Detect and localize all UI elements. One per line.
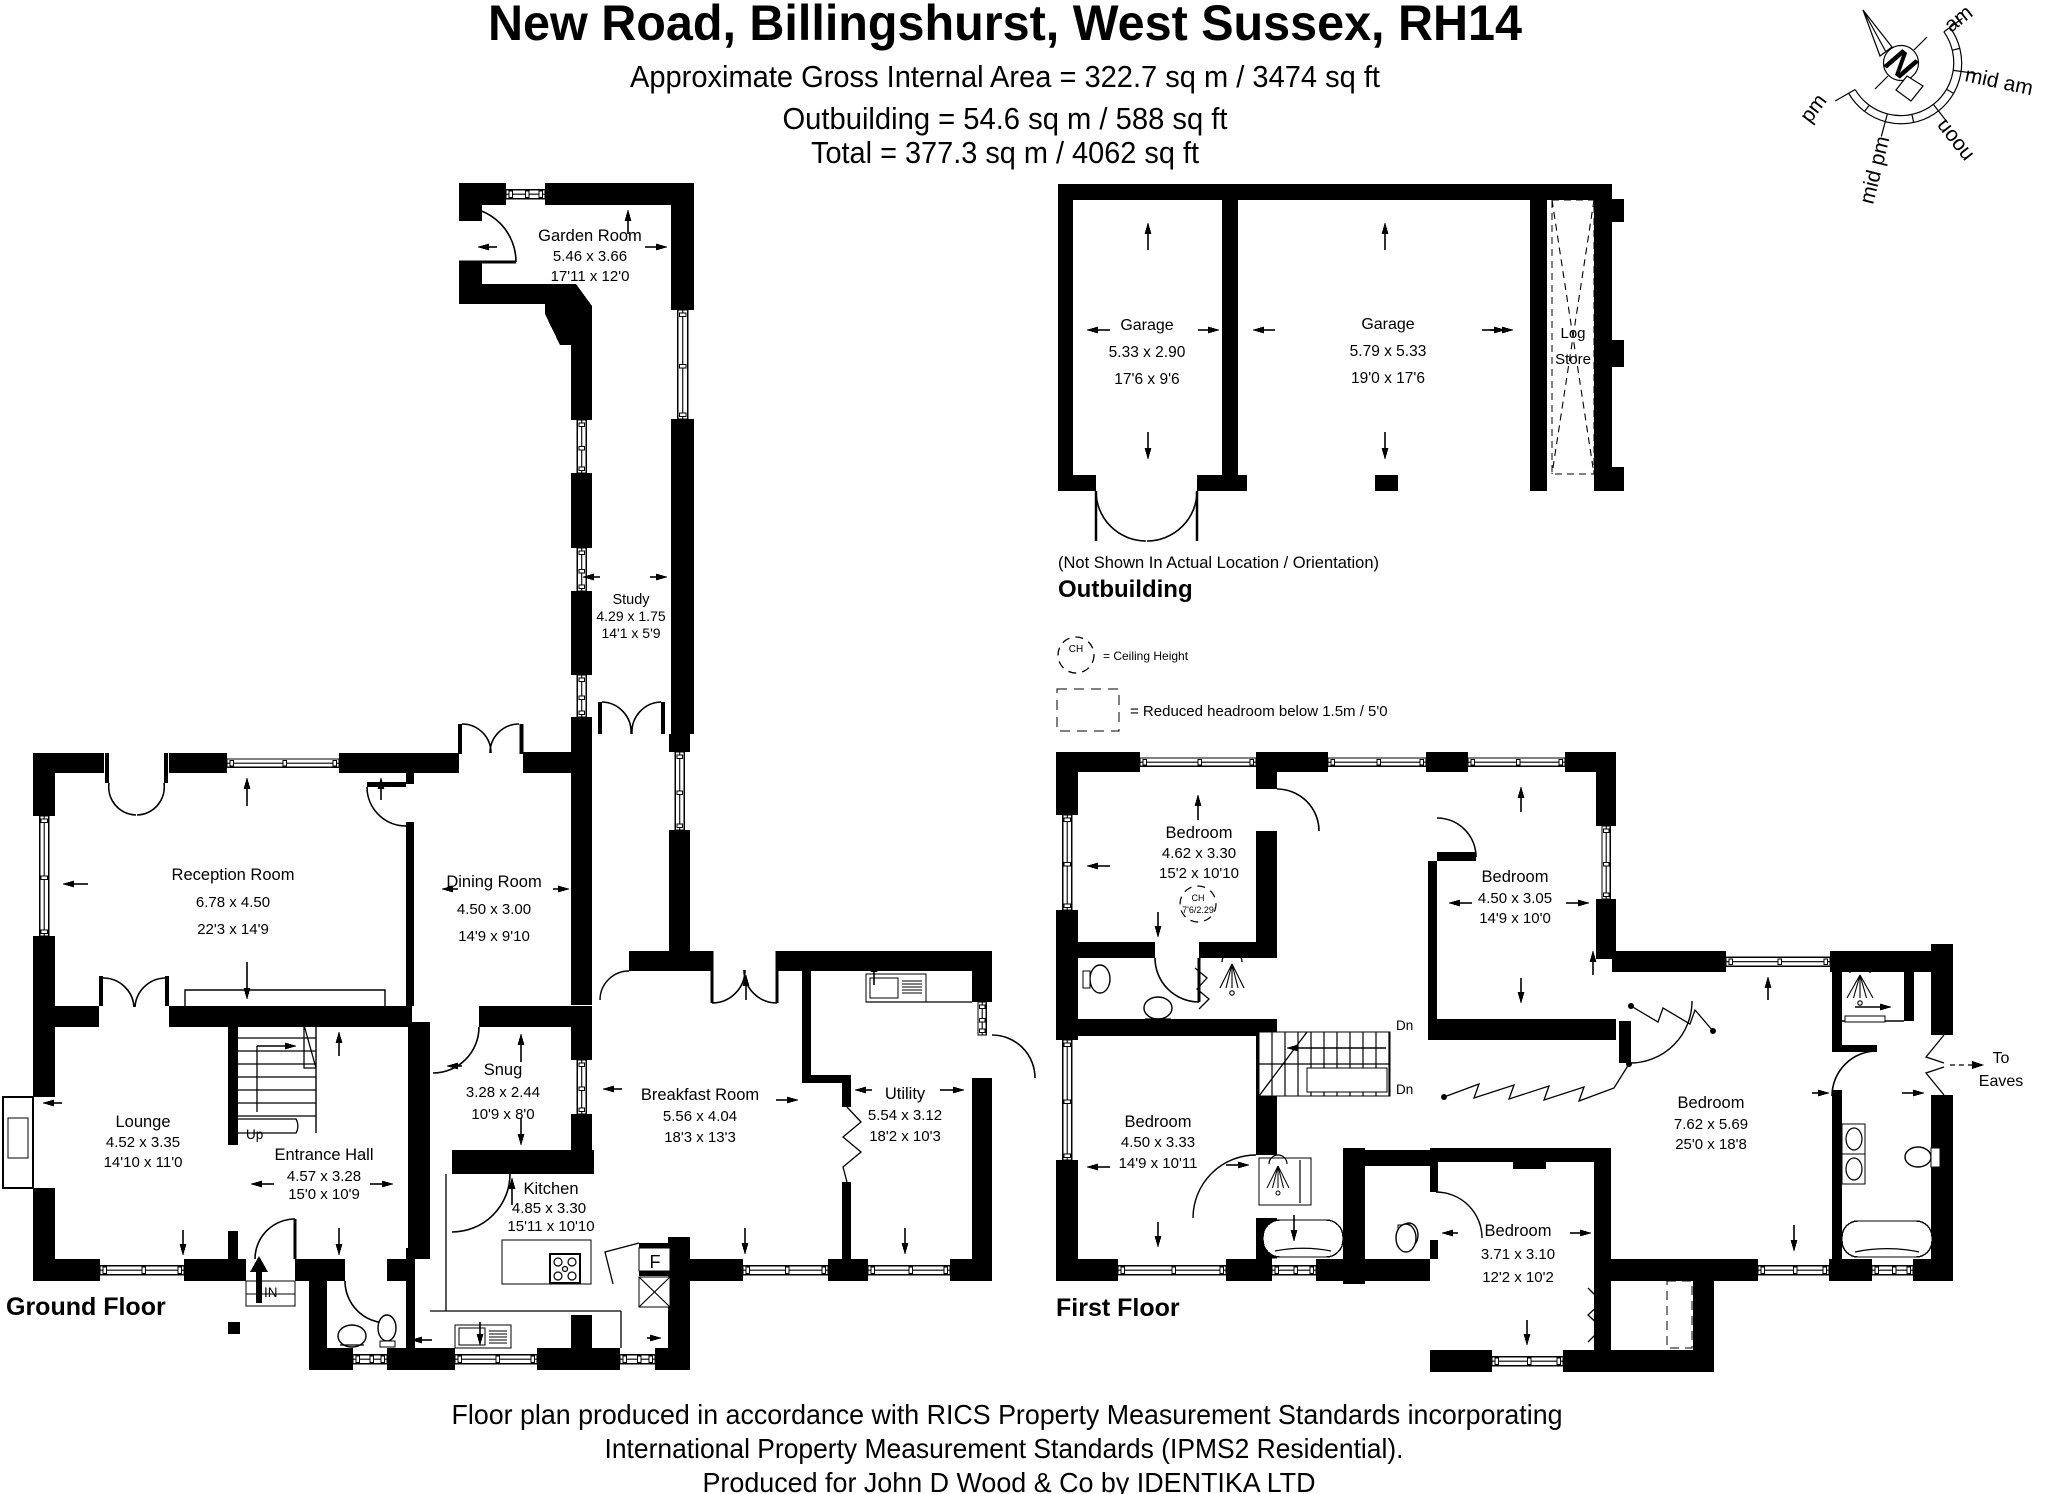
svg-text:Outbuilding: Outbuilding	[1058, 576, 1193, 603]
svg-text:15'11 x 10'10: 15'11 x 10'10	[507, 1218, 594, 1235]
svg-text:Breakfast Room: Breakfast Room	[641, 1086, 759, 1104]
svg-text:22'3 x 14'9: 22'3 x 14'9	[197, 921, 269, 938]
svg-text:Log: Log	[1560, 325, 1585, 342]
svg-text:4.52 x 3.35: 4.52 x 3.35	[106, 1134, 180, 1151]
svg-text:Outbuilding = 54.6 sq m / 588: Outbuilding = 54.6 sq m / 588 sq ft	[783, 101, 1228, 136]
svg-text:CH: CH	[1192, 893, 1205, 903]
svg-text:14'9 x 10'0: 14'9 x 10'0	[1479, 910, 1551, 927]
svg-text:Bedroom: Bedroom	[1485, 1222, 1552, 1240]
svg-text:Dining Room: Dining Room	[446, 873, 541, 891]
svg-text:4.85 x 3.30: 4.85 x 3.30	[512, 1200, 586, 1217]
svg-text:First Floor: First Floor	[1056, 1294, 1180, 1322]
svg-text:15'0 x 10'9: 15'0 x 10'9	[288, 1186, 360, 1203]
svg-text:14'10 x 11'0: 14'10 x 11'0	[104, 1154, 183, 1171]
svg-text:= Ceiling Height: = Ceiling Height	[1103, 649, 1189, 663]
svg-text:5.54 x 3.12: 5.54 x 3.12	[868, 1107, 942, 1124]
svg-text:4.29 x 1.75: 4.29 x 1.75	[596, 608, 665, 624]
svg-text:Garage: Garage	[1120, 317, 1173, 334]
svg-text:4.50 x 3.33: 4.50 x 3.33	[1121, 1134, 1195, 1151]
svg-text:7'6/2.29: 7'6/2.29	[1182, 905, 1214, 915]
svg-text:Lounge: Lounge	[115, 1113, 170, 1131]
svg-text:Dn: Dn	[1396, 1018, 1413, 1033]
svg-text:Bedroom: Bedroom	[1166, 824, 1233, 842]
svg-text:Bedroom: Bedroom	[1125, 1113, 1192, 1131]
svg-text:4.62 x 3.30: 4.62 x 3.30	[1162, 845, 1236, 862]
svg-text:Garage: Garage	[1361, 316, 1414, 333]
svg-text:17'11 x 12'0: 17'11 x 12'0	[551, 268, 630, 285]
svg-text:15'2 x 10'10: 15'2 x 10'10	[1159, 865, 1239, 882]
svg-text:14'9 x 9'10: 14'9 x 9'10	[458, 928, 530, 945]
svg-text:6.78 x 4.50: 6.78 x 4.50	[196, 894, 270, 911]
svg-text:7.62 x 5.69: 7.62 x 5.69	[1674, 1116, 1748, 1133]
svg-text:25'0 x 18'8: 25'0 x 18'8	[1675, 1136, 1747, 1153]
svg-text:18'2 x 10'3: 18'2 x 10'3	[869, 1128, 941, 1145]
svg-text:Dn: Dn	[1396, 1082, 1413, 1097]
svg-text:Study: Study	[612, 592, 650, 608]
svg-text:To: To	[1993, 1050, 2010, 1067]
svg-text:Ground Floor: Ground Floor	[6, 1293, 166, 1321]
svg-text:Snug: Snug	[484, 1061, 523, 1079]
svg-text:3.28 x 2.44: 3.28 x 2.44	[466, 1084, 540, 1101]
svg-text:14'1 x 5'9: 14'1 x 5'9	[601, 625, 660, 641]
svg-text:Bedroom: Bedroom	[1678, 1094, 1745, 1112]
svg-text:Up: Up	[246, 1127, 263, 1142]
svg-text:International Property Measure: International Property Measurement Stand…	[605, 1433, 1404, 1464]
svg-text:(Not Shown In Actual Location: (Not Shown In Actual Location / Orientat…	[1058, 554, 1379, 572]
svg-text:Garden Room: Garden Room	[538, 227, 642, 245]
svg-text:Floor plan produced in accorda: Floor plan produced in accordance with R…	[452, 1399, 1563, 1430]
svg-text:3.71 x 3.10: 3.71 x 3.10	[1481, 1246, 1555, 1263]
svg-text:Bedroom: Bedroom	[1482, 868, 1549, 886]
svg-text:19'0 x 17'6: 19'0 x 17'6	[1351, 370, 1425, 387]
svg-text:Total = 377.3 sq m / 4062 sq f: Total = 377.3 sq m / 4062 sq ft	[811, 135, 1199, 170]
svg-text:4.50 x 3.00: 4.50 x 3.00	[457, 901, 531, 918]
svg-text:Reception Room: Reception Room	[172, 866, 295, 884]
svg-text:10'9 x 8'0: 10'9 x 8'0	[471, 1106, 534, 1123]
svg-text:New Road, Billingshurst, West: New Road, Billingshurst, West Sussex, RH…	[488, 0, 1522, 51]
svg-text:17'6 x 9'6: 17'6 x 9'6	[1114, 371, 1179, 388]
svg-text:Store: Store	[1555, 351, 1591, 368]
svg-text:F: F	[650, 1252, 661, 1272]
svg-text:CH: CH	[1069, 644, 1083, 655]
svg-text:Produced for John D Wood & Co: Produced for John D Wood & Co by IDENTIK…	[703, 1467, 1316, 1494]
svg-text:4.57 x 3.28: 4.57 x 3.28	[287, 1168, 361, 1185]
svg-text:= Reduced headroom below 1.5m: = Reduced headroom below 1.5m / 5'0	[1130, 703, 1388, 720]
svg-text:5.46 x 3.66: 5.46 x 3.66	[553, 248, 627, 265]
svg-text:5.56 x 4.04: 5.56 x 4.04	[663, 1108, 737, 1125]
svg-text:Kitchen: Kitchen	[523, 1180, 578, 1198]
svg-text:5.33 x 2.90: 5.33 x 2.90	[1109, 344, 1186, 361]
svg-text:14'9 x 10'11: 14'9 x 10'11	[1119, 1155, 1198, 1172]
svg-text:18'3 x 13'3: 18'3 x 13'3	[664, 1129, 736, 1146]
svg-text:12'2 x 10'2: 12'2 x 10'2	[1482, 1269, 1554, 1286]
svg-text:5.79 x 5.33: 5.79 x 5.33	[1350, 343, 1427, 360]
svg-text:Utility: Utility	[885, 1085, 926, 1103]
svg-text:Eaves: Eaves	[1979, 1073, 2023, 1090]
svg-text:4.50 x 3.05: 4.50 x 3.05	[1478, 890, 1552, 907]
svg-text:IN: IN	[264, 1285, 278, 1300]
svg-text:Approximate Gross Internal Are: Approximate Gross Internal Area = 322.7 …	[630, 59, 1380, 94]
svg-text:Entrance Hall: Entrance Hall	[274, 1146, 373, 1164]
